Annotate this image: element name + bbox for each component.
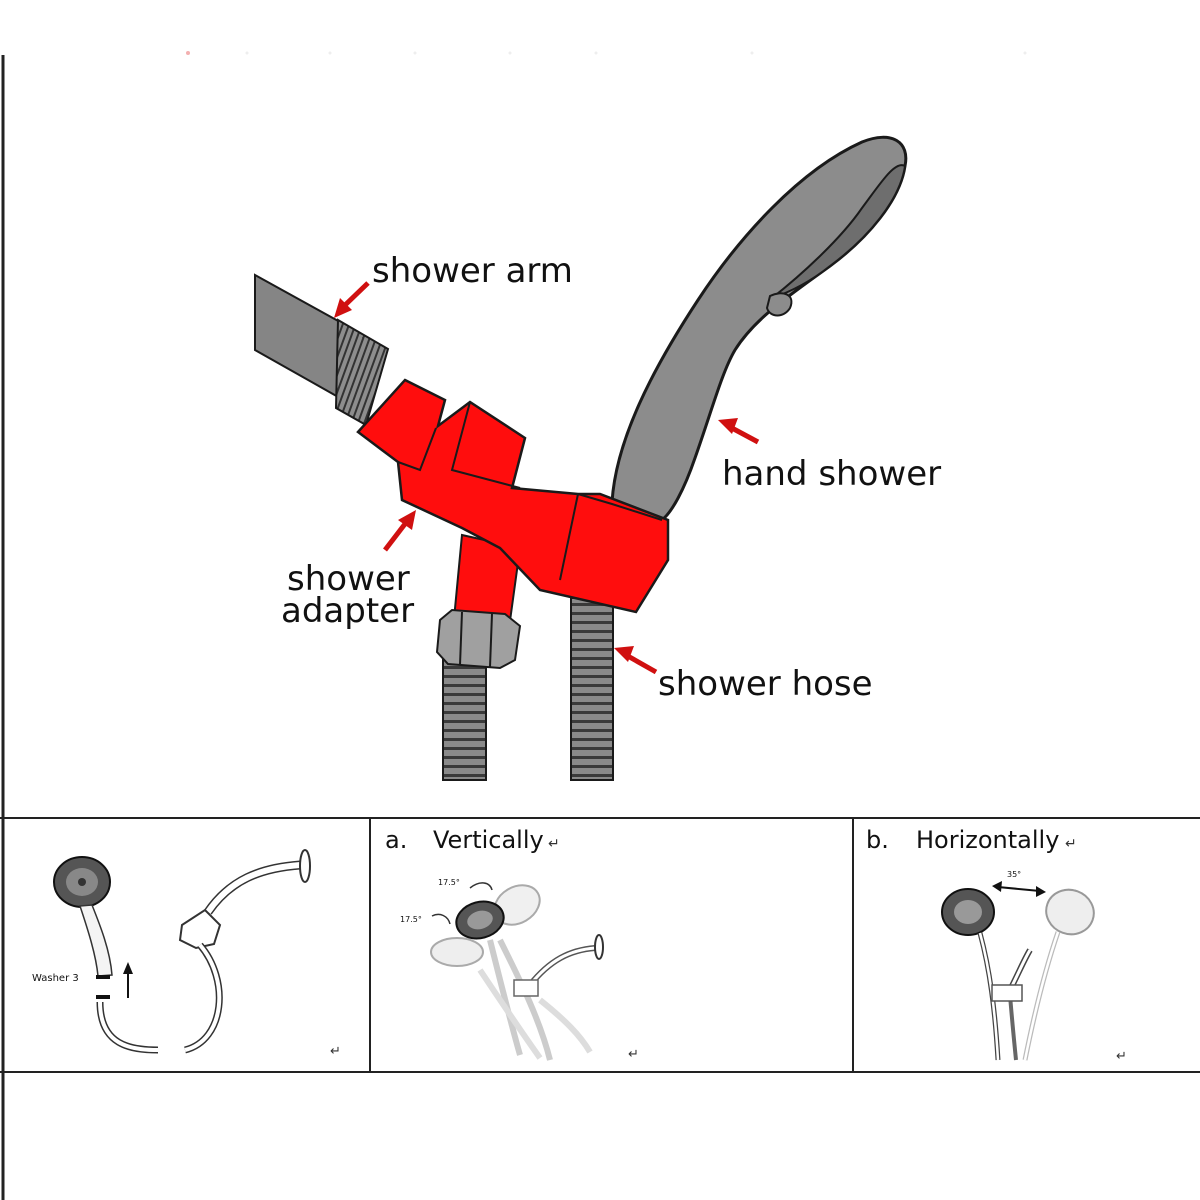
arrow-shower-arm: [340, 281, 370, 310]
arrow-shower-adapter: [383, 518, 410, 552]
panel-horizontal: b. Horizontally ↵ 35° ↵: [866, 826, 1127, 1064]
top-dots: [186, 51, 1027, 55]
washer-label: Washer 3: [32, 973, 79, 984]
panel-install: Washer 3 ↵: [32, 849, 341, 1059]
shower-hose: [570, 597, 614, 781]
caption-horizontally: Horizontally: [916, 826, 1059, 854]
caption-prefix-a: a.: [385, 826, 407, 854]
return-glyph-1: ↵: [330, 1044, 341, 1059]
caption-vertically: Vertically: [433, 826, 544, 854]
return-glyph-2: ↵: [628, 1047, 639, 1062]
hose-curve: [183, 942, 223, 1054]
head-lower-icon: [430, 937, 484, 967]
label-hand-shower: hand shower: [722, 454, 941, 494]
shower-head-icon: [53, 856, 111, 908]
hex-nut: [435, 608, 522, 670]
caption-suffix-a: ↵: [548, 836, 560, 852]
return-glyph-3: ↵: [1116, 1049, 1127, 1064]
label-shower-adapter-line1: shower: [287, 559, 410, 599]
caption-suffix-b: ↵: [1065, 836, 1077, 852]
wall-flange: [299, 849, 311, 883]
up-arrow-icon: [123, 962, 133, 998]
arrow-shower-hose: [624, 652, 658, 675]
arrow-hand-shower: [728, 424, 760, 445]
wall-arm-vertical: [527, 945, 596, 987]
head-right-icon: [1045, 888, 1095, 936]
shower-arm: [254, 273, 341, 400]
angle-horizontal-label: 35°: [1007, 870, 1021, 879]
main-diagram: shower arm hand shower shower adapter sh…: [254, 135, 941, 781]
bracket: [178, 908, 222, 950]
hand-shower-trigger: [765, 292, 793, 317]
double-arrow-icon: [992, 881, 1046, 897]
label-shower-arm: shower arm: [372, 251, 573, 291]
panel-vertical: a. Vertically ↵ 17.5° 17.5° ↵: [385, 826, 639, 1062]
caption-prefix-b: b.: [866, 826, 889, 854]
adapter-hose: [442, 649, 487, 781]
angle-bottom-label: 17.5°: [400, 915, 422, 924]
handle: [78, 904, 113, 977]
shower-adapter: [356, 378, 670, 652]
label-shower-hose: shower hose: [658, 664, 873, 704]
instruction-panels-frame: [0, 817, 1200, 1073]
hose-loop: [96, 1001, 159, 1054]
angle-top-label: 17.5°: [438, 878, 460, 887]
label-shower-adapter-line2: adapter: [281, 591, 414, 631]
